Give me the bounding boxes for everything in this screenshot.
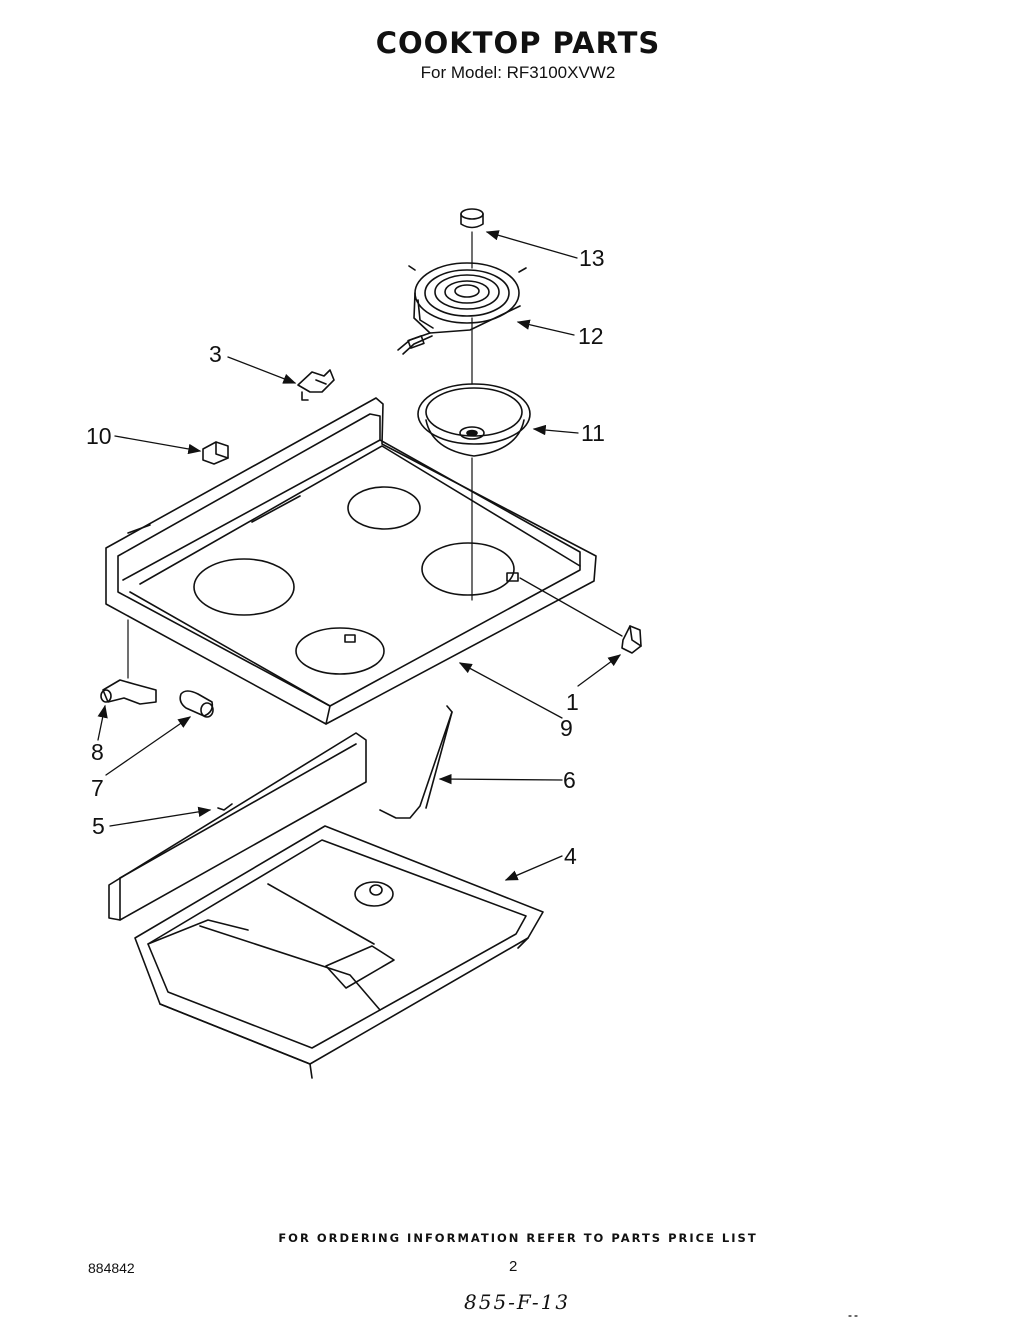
callout-13: 13	[579, 245, 605, 271]
bumper-part	[202, 441, 229, 465]
callout-4: 4	[564, 843, 577, 869]
drip-bowl-part	[417, 383, 531, 457]
surface-element-part	[397, 262, 527, 355]
page-number: 2	[509, 1258, 518, 1275]
callout-5: 5	[92, 813, 105, 839]
callout-7: 7	[91, 775, 104, 801]
hinge-pin-part	[100, 619, 157, 705]
leader-lines	[97, 230, 623, 881]
callout-11: 11	[581, 420, 605, 446]
callout-3: 3	[209, 341, 222, 367]
support-rod-part	[379, 705, 453, 819]
receptacle-part	[621, 625, 642, 654]
spacer-part	[179, 690, 214, 718]
cooktop-part	[105, 397, 597, 725]
burner-cap-part	[460, 208, 484, 229]
element-clip-part	[297, 369, 335, 401]
model-line: For Model: RF3100XVW2	[420, 63, 616, 82]
callout-8: 8	[91, 739, 104, 765]
callout-10: 10	[86, 423, 112, 449]
handwritten-code: 855-F-13	[464, 1290, 571, 1314]
callout-9: 9	[560, 715, 573, 741]
ordering-note: FOR ORDERING INFORMATION REFER TO PARTS …	[278, 1231, 758, 1245]
callout-1: 1	[566, 689, 579, 715]
rear-panel-part	[108, 732, 367, 921]
document-number: 884842	[88, 1260, 135, 1276]
callout-6: 6	[563, 767, 576, 793]
burner-box-part	[134, 825, 544, 1079]
callout-12: 12	[578, 323, 604, 349]
page-title: COOKTOP PARTS	[375, 26, 661, 60]
